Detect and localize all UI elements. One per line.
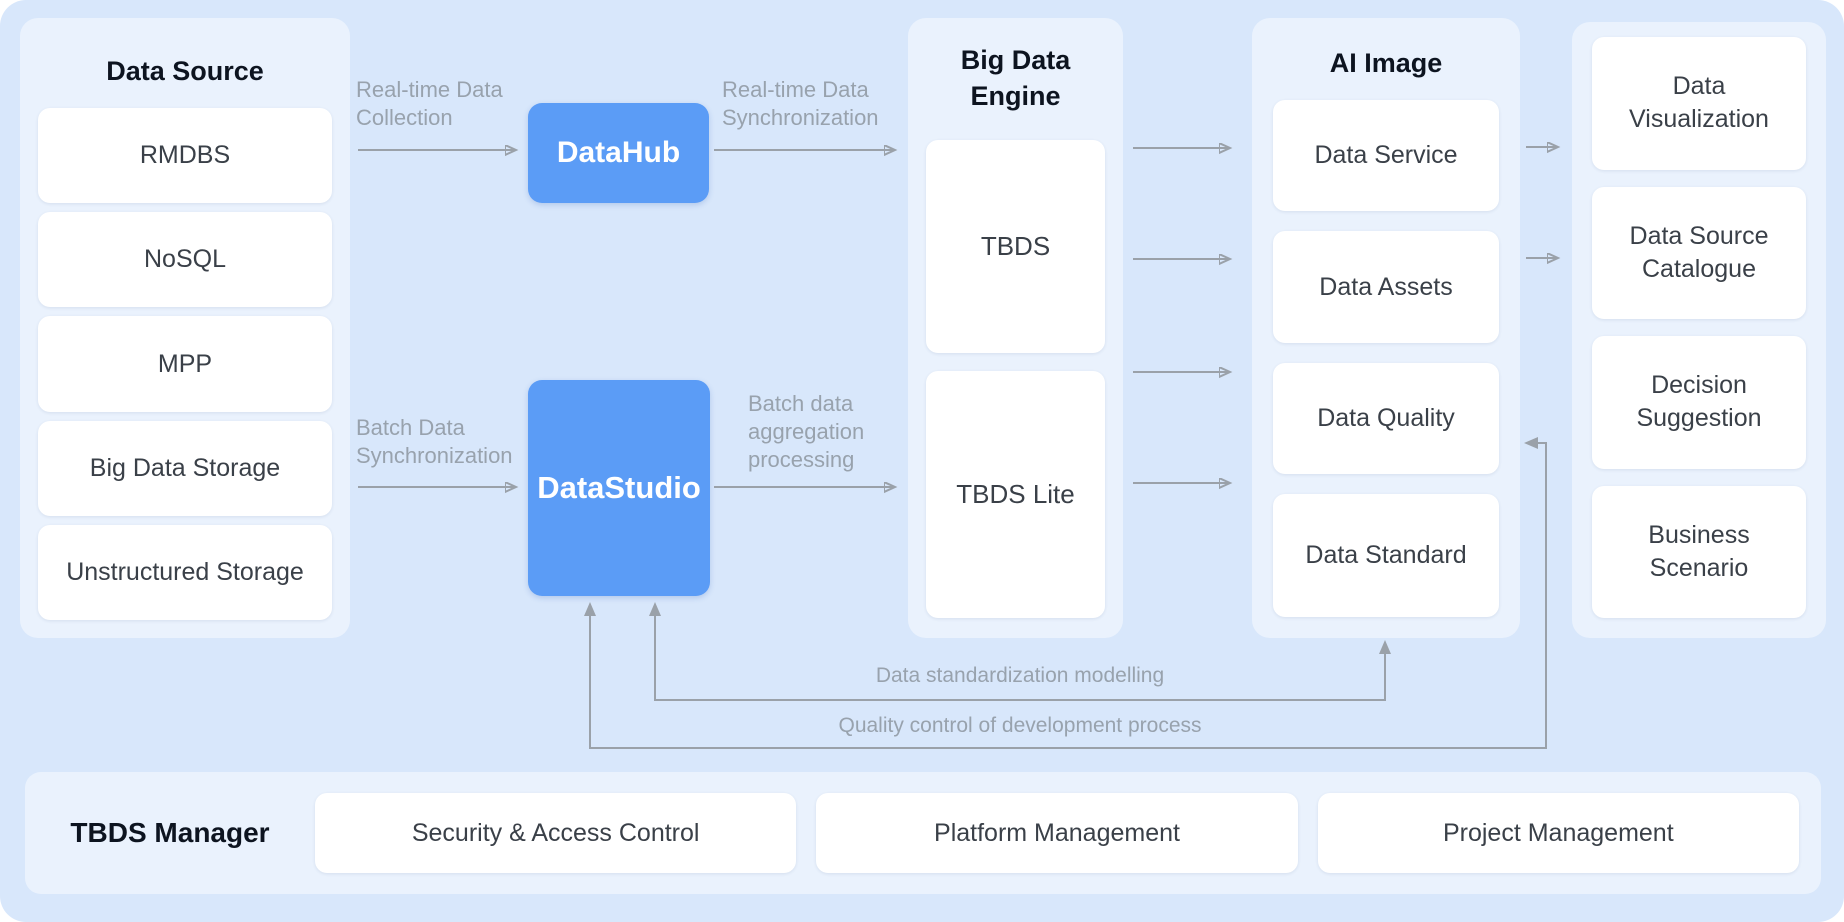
outputs-cards: Data Visualization Data Source Catalogue…: [1592, 37, 1806, 618]
label-batch-data-synchronization: Batch Data Synchronization: [356, 415, 513, 468]
node-business-scenario: Business Scenario: [1592, 485, 1806, 618]
data-source-title: Data Source: [106, 56, 264, 86]
node-security-access-control: Security & Access Control: [315, 793, 797, 873]
node-nosql: NoSQL: [38, 212, 332, 308]
node-data-visualization: Data Visualization: [1592, 37, 1806, 170]
node-project-management: Project Management: [1317, 793, 1799, 873]
node-datahub: DataHub: [528, 103, 709, 203]
panel-outputs: Data Visualization Data Source Catalogue…: [1572, 22, 1826, 638]
big-data-engine-cards: TBDS TBDS Lite: [926, 140, 1105, 618]
node-rmdbs: RMDBS: [38, 108, 332, 204]
node-data-assets: Data Assets: [1273, 231, 1499, 343]
panel-big-data-engine: Big Data Engine TBDS TBDS Lite: [908, 18, 1123, 638]
arrowhead-standardization-to-ai: [1379, 640, 1391, 654]
node-datastudio: DataStudio: [528, 380, 710, 596]
data-source-cards: RMDBS NoSQL MPP Big Data Storage Unstruc…: [38, 108, 332, 621]
panel-tbds-manager: TBDS Manager Security & Access Control P…: [25, 772, 1821, 894]
label-quality-control: Quality control of development process: [838, 714, 1202, 737]
node-decision-suggestion: Decision Suggestion: [1592, 336, 1806, 469]
node-data-quality: Data Quality: [1273, 362, 1499, 475]
label-data-standardization-modelling: Data standardization modelling: [875, 664, 1165, 687]
node-data-service: Data Service: [1273, 100, 1499, 212]
label-batch-data-aggregation-processing: Batch data aggregation processing: [748, 391, 865, 472]
big-data-engine-title: Big Data Engine: [960, 45, 1071, 111]
node-data-standard: Data Standard: [1273, 494, 1499, 618]
panel-data-source: Data Source RMDBS NoSQL MPP Big Data Sto…: [20, 18, 350, 638]
arrowhead-quality-to-ai: [1524, 437, 1538, 449]
node-tbds-lite: TBDS Lite: [926, 370, 1105, 618]
tbds-manager-title: TBDS Manager: [70, 817, 270, 848]
tbds-manager-cards: Security & Access Control Platform Manag…: [315, 793, 1799, 873]
label-realtime-data-synchronization: Real-time Data Synchronization: [722, 77, 879, 130]
node-mpp: MPP: [38, 316, 332, 412]
label-realtime-data-collection: Real-time Data Collection: [356, 77, 503, 130]
node-platform-management: Platform Management: [816, 793, 1298, 873]
node-big-data-storage: Big Data Storage: [38, 420, 332, 516]
arrowhead-quality-to-datastudio: [584, 602, 596, 616]
node-data-source-catalogue: Data Source Catalogue: [1592, 186, 1806, 319]
node-tbds: TBDS: [926, 140, 1105, 353]
node-unstructured-storage: Unstructured Storage: [38, 524, 332, 621]
ai-image-cards: Data Service Data Assets Data Quality Da…: [1273, 100, 1499, 618]
arrowhead-standardization-to-datastudio: [649, 602, 661, 616]
panel-ai-image: AI Image Data Service Data Assets Data Q…: [1252, 18, 1520, 638]
ai-image-title: AI Image: [1329, 48, 1443, 78]
